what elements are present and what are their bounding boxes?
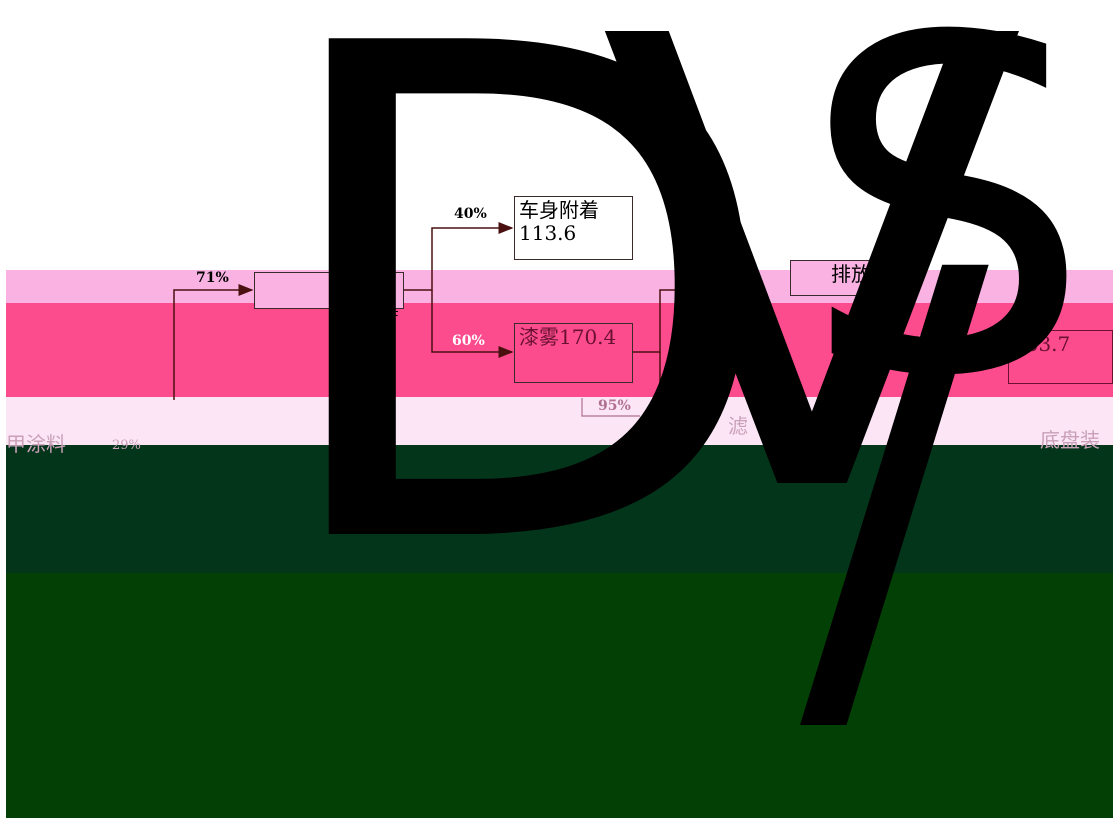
pct-60-label: 60% xyxy=(452,333,485,349)
left-partial-label: 甲涂料 xyxy=(6,432,66,456)
pct-5-label: 5% xyxy=(918,334,942,350)
left-faint-pct: 29% xyxy=(112,438,141,453)
exhaust-box: 排放 xyxy=(790,260,876,296)
body-adhesion-box: 车身附着 113.6 xyxy=(514,196,633,260)
source-value: 284 xyxy=(360,297,399,321)
band-pink-light xyxy=(6,270,1113,303)
band-green-dark xyxy=(6,445,1113,573)
pct-71-label: 71% xyxy=(196,270,229,286)
overspray-box: 漆雾170.4 xyxy=(514,323,633,383)
source-box: 284 xyxy=(254,272,404,321)
overlay-glyph-d: D xyxy=(262,0,786,695)
overlay-glyph-s: S xyxy=(800,0,1092,477)
band-pink-pale xyxy=(6,397,1113,445)
overlay-glyph-slash: / xyxy=(800,154,989,806)
band-green xyxy=(6,573,1113,818)
band-pink-strong xyxy=(6,303,1113,397)
overlay-glyph-v: V xyxy=(600,0,1025,630)
pct-95-label: 95% xyxy=(598,398,631,414)
chassis-label: 底盘装 xyxy=(1040,428,1100,452)
filter-label: 滤 xyxy=(728,414,748,438)
pct-40-label: 40% xyxy=(454,206,487,222)
